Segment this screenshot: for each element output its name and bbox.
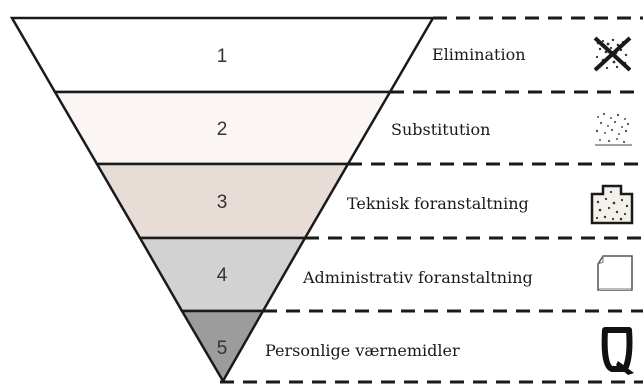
level-5-label: Personlige værnemidler (265, 341, 460, 360)
enclosure-box-icon (590, 184, 634, 225)
level-2-label: Substitution (391, 120, 490, 139)
level-2-number: 2 (217, 119, 228, 140)
level-5-number: 5 (217, 338, 228, 359)
level-4-label: Administrativ foranstaltning (302, 268, 533, 287)
crossed-out-particles-icon (593, 36, 632, 72)
dotted-substance-icon (595, 112, 632, 146)
protective-mask-icon (601, 327, 634, 375)
level-1-label: Elimination (432, 45, 526, 64)
level-4-number: 4 (217, 265, 228, 286)
level-3-number: 3 (217, 192, 228, 213)
level-3-label: Teknisk foranstaltning (347, 194, 529, 213)
level-1-number: 1 (217, 46, 228, 67)
document-sheet-icon (597, 255, 633, 291)
level-5-band (179, 309, 266, 384)
